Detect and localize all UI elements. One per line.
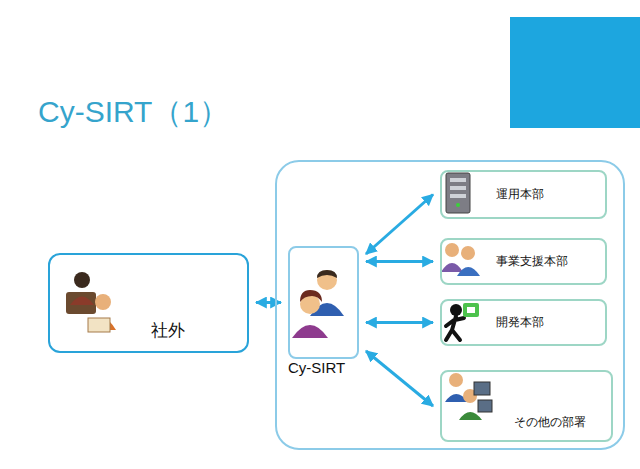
double-arrow (366, 321, 433, 324)
double-arrow (366, 260, 433, 263)
box-label: 開発本部 (496, 314, 544, 331)
accent-square (510, 17, 640, 128)
team-box: Cy-SIRT (288, 246, 359, 359)
box-label: 運用本部 (496, 186, 544, 203)
double-arrow (366, 195, 433, 255)
team-label: Cy-SIRT (288, 359, 345, 376)
box-label: 事業支援本部 (496, 253, 568, 270)
department-box: その他の部署 (440, 370, 613, 442)
double-arrow (366, 351, 433, 406)
company-region: Cy-SIRT 運用本部事業支援本部開発本部その他の部署 (275, 160, 625, 450)
department-box: 開発本部 (440, 299, 607, 346)
team-icon (292, 270, 344, 338)
server-icon (446, 173, 470, 213)
external-box: 社外 (48, 253, 249, 353)
slide-title: Cy-SIRT（1） (38, 92, 229, 133)
double-arrow (256, 301, 281, 304)
people-icon (66, 272, 116, 332)
developer-icon (446, 303, 479, 340)
box-label: 社外 (151, 319, 247, 342)
people-icon (441, 243, 480, 276)
department-box: 事業支援本部 (440, 238, 607, 285)
department-box: 運用本部 (440, 170, 607, 219)
office-icon (445, 373, 492, 420)
box-label: その他の部署 (514, 414, 611, 431)
